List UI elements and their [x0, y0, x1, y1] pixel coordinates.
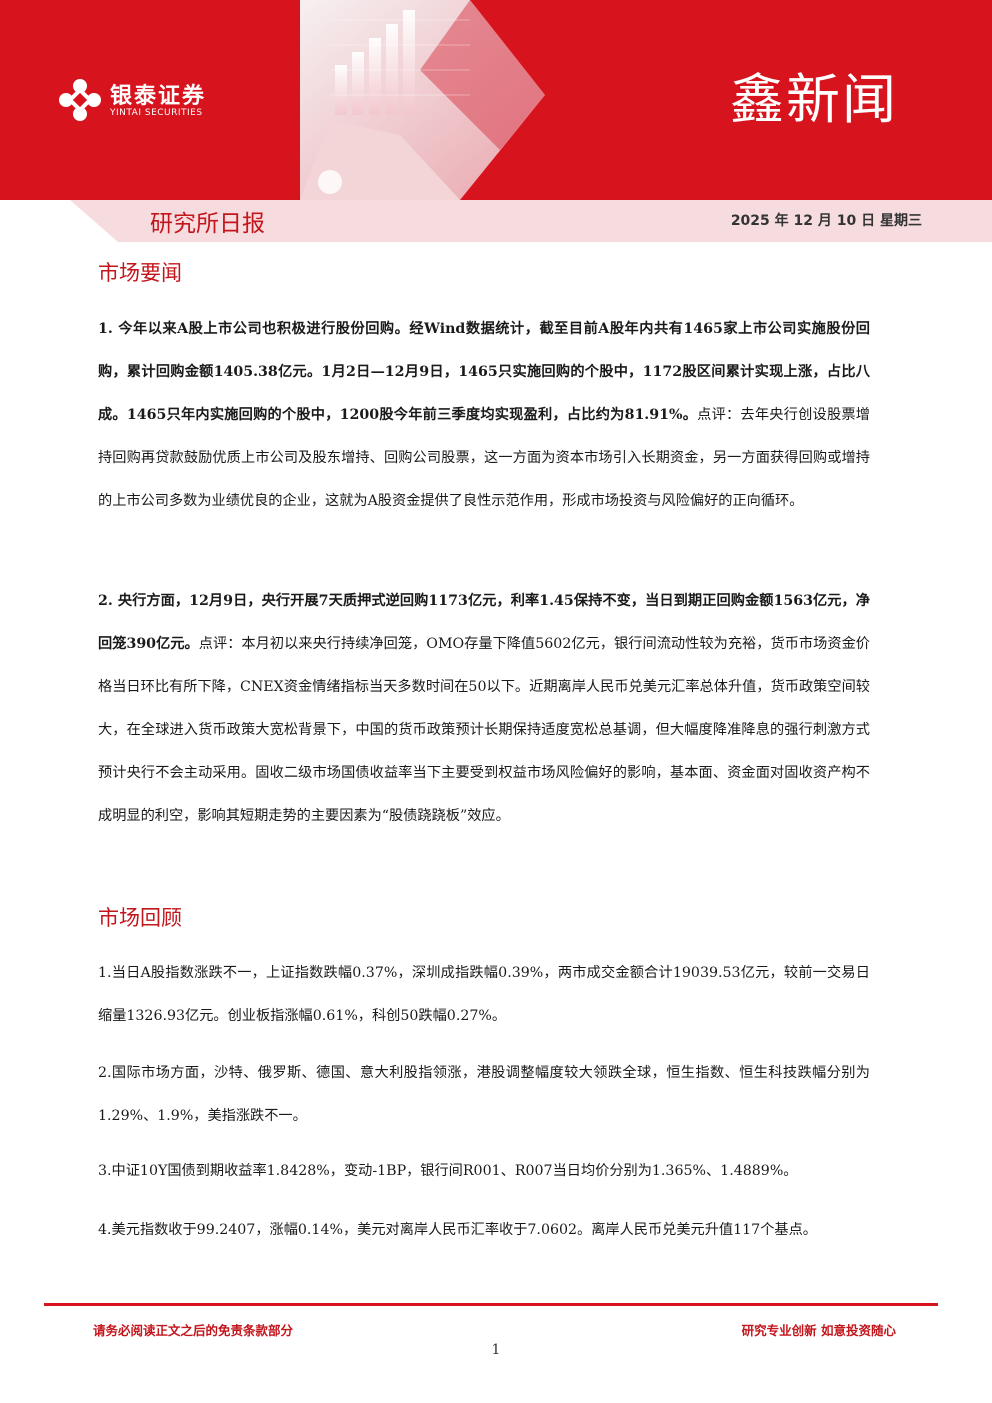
logo-chinese-name: 银泰证券 — [110, 84, 207, 109]
banner-chart-graphic — [300, 0, 545, 200]
news-item-2: 2. 央行方面，12月9日，央行开展7天质押式逆回购1173亿元，利率1.45保… — [98, 580, 870, 838]
footer-divider — [44, 1303, 938, 1306]
footer-slogan: 研究专业创新 如意投资随心 — [741, 1323, 896, 1338]
report-date: 2025 年 12 月 10 日 星期三 — [730, 213, 922, 229]
logo-english-name: YINTAI SECURITIES — [110, 108, 203, 118]
header-banner: 银泰证券 YINTAI SECURITIES 鑫新闻 — [0, 0, 992, 200]
publication-title: 鑫新闻 — [730, 68, 898, 131]
news-item-2-comment: 点评：本月初以来央行持续净回笼，OMO存量下降值5602亿元，银行间流动性较为充… — [98, 636, 870, 824]
section-heading-market-review: 市场回顾 — [98, 906, 182, 930]
news-item-1-headline: 1. 今年以来A股上市公司也积极进行股份回购。经Wind数据统计，截至目前A股年… — [98, 321, 870, 423]
review-item-4: 4.美元指数收于99.2407，涨幅0.14%，美元对离岸人民币汇率收于7.06… — [98, 1222, 817, 1238]
section-heading-market-news: 市场要闻 — [98, 261, 182, 285]
review-item-2: 2.国际市场方面，沙特、俄罗斯、德国、意大利股指领涨，港股调整幅度较大领跌全球，… — [98, 1065, 870, 1124]
footer-disclaimer: 请务必阅读正文之后的免责条款部分 — [93, 1323, 294, 1338]
news-item-1: 1. 今年以来A股上市公司也积极进行股份回购。经Wind数据统计，截至目前A股年… — [98, 308, 870, 523]
subheader-band — [70, 200, 992, 242]
page-number: 1 — [491, 1342, 501, 1358]
news-item-1-comment: 点评：去年央行创设股票增持回购再贷款鼓励优质上市公司及股东增持、回购公司股票，这… — [98, 407, 870, 509]
report-title: 研究所日报 — [150, 211, 265, 237]
news-item-2-headline: 2. 央行方面，12月9日，央行开展7天质押式逆回购1173亿元，利率1.45保… — [98, 593, 870, 652]
review-item-3: 3.中证10Y国债到期收益率1.8428%，变动-1BP，银行间R001、R00… — [98, 1163, 798, 1179]
review-item-1: 1.当日A股指数涨跌不一，上证指数跌幅0.37%，深圳成指跌幅0.39%，两市成… — [98, 965, 870, 1024]
company-logo: 银泰证券 YINTAI SECURITIES — [58, 78, 228, 128]
logo-mark-icon — [59, 79, 101, 121]
